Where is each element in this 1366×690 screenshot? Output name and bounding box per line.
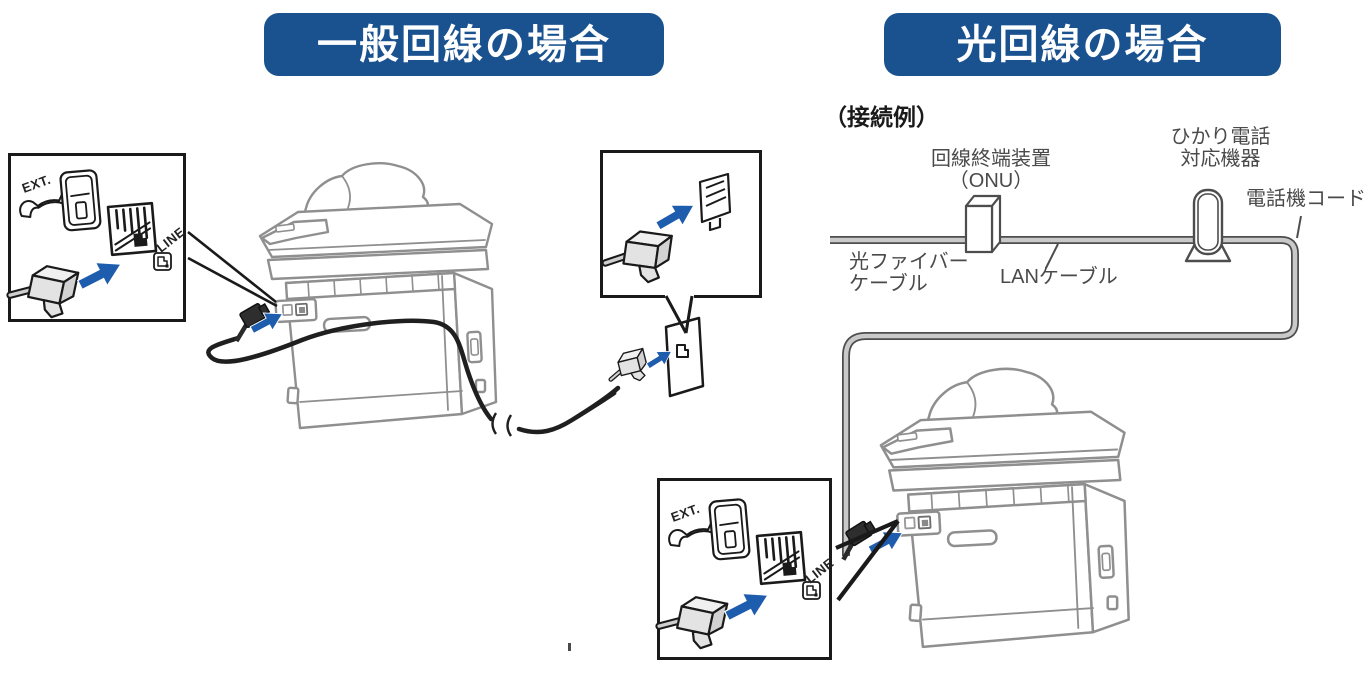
callout-wall-plug xyxy=(602,150,762,334)
fiber-cable-label-line2: ケーブル xyxy=(849,273,928,295)
callout-tail xyxy=(664,295,694,334)
hikari-device xyxy=(1184,188,1232,263)
onu-label-line2: （ONU） xyxy=(948,170,1034,192)
printer-right xyxy=(879,367,1130,649)
header-general: 一般回線の場合 xyxy=(264,13,664,76)
wall-jack xyxy=(664,316,705,398)
fiber-cable-label-line1: 光ファイバー xyxy=(849,251,969,273)
cord-break-gap xyxy=(493,413,515,435)
onu-label: 回線終端装置 （ONU） xyxy=(898,148,1084,192)
callout-line-port-left: EXT. LINE xyxy=(7,153,188,321)
onu-box xyxy=(964,194,1002,254)
hikari-device-label-line1: ひかり電話 xyxy=(1170,126,1271,148)
onu-label-line1: 回線終端装置 xyxy=(931,148,1051,170)
callout-bottom-wedge xyxy=(835,519,900,602)
wall-jack-bracket xyxy=(698,172,732,232)
connection-example-label: （接続例） xyxy=(824,104,939,130)
cord-plug-wall xyxy=(605,349,650,388)
phone-cord-label-leader xyxy=(1296,215,1302,239)
stray-mark xyxy=(568,643,571,651)
hikari-device-label: ひかり電話 対応機器 xyxy=(1128,126,1313,170)
header-optical: 光回線の場合 xyxy=(884,13,1281,76)
phone-cord-illustration xyxy=(206,318,621,435)
lan-label-leader xyxy=(1045,243,1059,269)
callout-line-port-bottom: EXT. LINE xyxy=(656,478,837,660)
fiber-cable-label: 光ファイバー ケーブル xyxy=(849,251,969,295)
hikari-device-label-line2: 対応機器 xyxy=(1180,148,1261,170)
printer-left xyxy=(258,162,498,430)
phone-cord-label: 電話機コード xyxy=(1246,188,1366,210)
cord-break-marks xyxy=(491,412,513,437)
callout-left-leaders xyxy=(187,230,278,308)
optical-cable xyxy=(830,236,1299,556)
lan-cable-label: LANケーブル xyxy=(1000,266,1118,288)
